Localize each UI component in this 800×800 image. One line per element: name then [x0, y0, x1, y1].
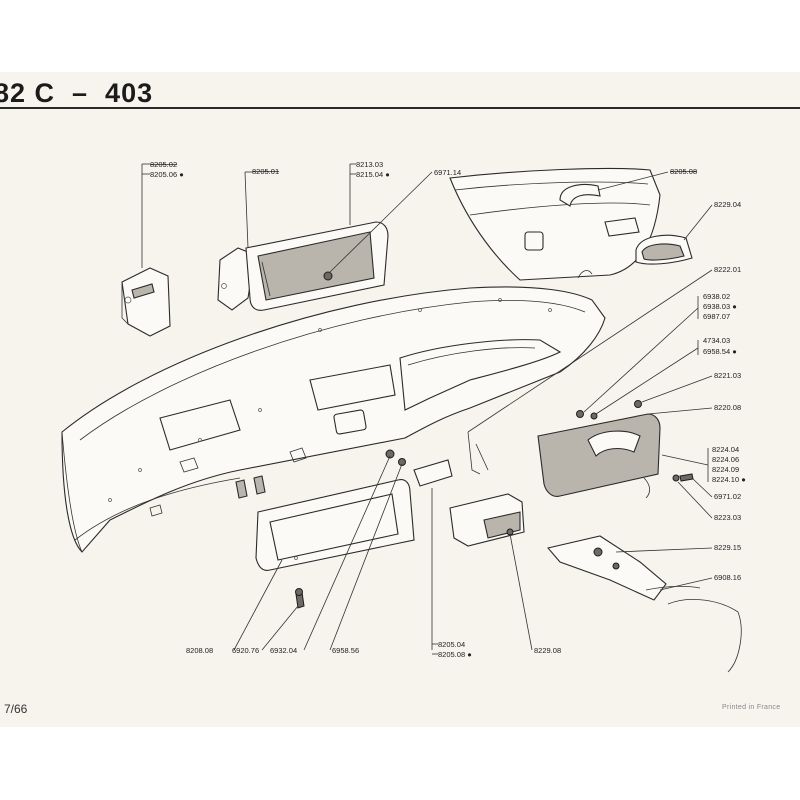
washer-8223-03 [672, 474, 680, 482]
label-8205-06: 8205.06 ● [150, 170, 184, 179]
label-8221-03: 8221.03 [714, 371, 741, 380]
ashtray-drawer [449, 493, 525, 547]
label-8215-04: 8215.04 ● [356, 170, 390, 179]
label-8224-06: 8224.06 [712, 455, 739, 464]
label-8224-10: 8224.10 ● [712, 475, 746, 484]
wiring-harness [645, 585, 742, 673]
label-8208-08: 8208.08 [186, 646, 213, 655]
page-number: 7/66 [4, 702, 28, 716]
ashtray-cover [217, 247, 256, 311]
label-6958-56: 6958.56 [332, 646, 359, 655]
courtesy-lamp [635, 234, 693, 265]
label-6908-16: 6908.16 [714, 573, 741, 582]
label-6938-03: 6938.03 ● [703, 302, 737, 311]
label-8229-15: 8229.15 [714, 543, 741, 552]
label-8213-03: 8213.03 [356, 160, 383, 169]
cigar-lighter-holder [546, 535, 667, 601]
label-6971-02: 6971.02 [714, 492, 741, 501]
label-8220-08: 8220.08 [714, 403, 741, 412]
label-8205-04: 8205.04 [438, 640, 465, 649]
dashboard-panel [61, 286, 606, 553]
printed-note: Printed in France [722, 704, 781, 711]
glovebox-door [537, 413, 661, 499]
nut-4734 [590, 412, 598, 420]
label-6971-14: 6971.14 [434, 168, 461, 177]
label-6932-04: 6932.04 [270, 646, 297, 655]
nut-6932-04 [385, 449, 395, 459]
leader-lines [141, 163, 713, 655]
label-6987-07: 6987.07 [703, 312, 730, 321]
nut-6938 [576, 410, 584, 418]
screw-6971-02 [679, 473, 694, 482]
ashtray-bracket [121, 267, 171, 337]
grab-handle [559, 183, 601, 207]
label-8205-01: 8205.01 [252, 167, 279, 176]
callout-labels: 8205.02 8205.06 ● 8205.01 8213.03 8215.0… [150, 160, 746, 659]
label-6938-02: 6938.02 [703, 292, 730, 301]
label-8205-08-top: 8205.08 [670, 167, 697, 176]
label-6920-76: 6920.76 [232, 646, 259, 655]
page-heading: 82 C – 403 [0, 78, 154, 108]
label-8222-01: 8222.01 [714, 265, 741, 274]
upper-dash-cover [449, 167, 661, 281]
label-8205-08-bottom: 8205.08 ● [438, 650, 472, 659]
label-8229-08: 8229.08 [534, 646, 561, 655]
heading-rule [0, 107, 800, 109]
label-8224-04: 8224.04 [712, 445, 739, 454]
label-8223-03: 8223.03 [714, 513, 741, 522]
clip-8221-03 [634, 400, 642, 408]
label-4734-03: 4734.03 [703, 336, 730, 345]
label-6958-54: 6958.54 ● [703, 347, 737, 356]
retaining-bracket [413, 431, 489, 487]
screw-6920-76 [295, 588, 305, 609]
label-8205-02: 8205.02 [150, 160, 177, 169]
nut-6958-56 [398, 458, 406, 466]
label-8224-09: 8224.09 [712, 465, 739, 474]
glovebox-lid [245, 221, 389, 311]
label-8229-04: 8229.04 [714, 200, 741, 209]
